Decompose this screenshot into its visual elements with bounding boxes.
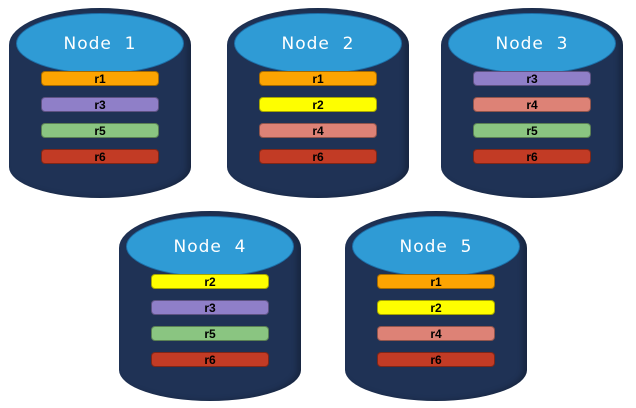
node-5-partitions: r1 r2 r4 r6 — [345, 274, 527, 367]
partition-bar: r3 — [41, 97, 159, 112]
partition-bar: r3 — [473, 71, 591, 86]
partition-bar: r6 — [151, 352, 269, 367]
node-3-cylinder: Node 3 r3 r4 r5 r6 — [441, 8, 623, 198]
node-3-cylinder-top: Node 3 — [448, 13, 616, 74]
node-1-cylinder-top: Node 1 — [16, 13, 184, 74]
node-4-title: Node 4 — [173, 236, 247, 257]
partition-bar: r5 — [151, 326, 269, 341]
node-4-cylinder: Node 4 r2 r3 r5 r6 — [119, 211, 301, 401]
node-3-partitions: r3 r4 r5 r6 — [441, 71, 623, 164]
node-4-cylinder-top: Node 4 — [126, 216, 294, 277]
partition-bar: r2 — [377, 300, 495, 315]
node-5-cylinder: Node 5 r1 r2 r4 r6 — [345, 211, 527, 401]
node-4-partitions: r2 r3 r5 r6 — [119, 274, 301, 367]
partition-bar: r2 — [259, 97, 377, 112]
partition-bar: r6 — [377, 352, 495, 367]
node-1-cylinder: Node 1 r1 r3 r5 r6 — [9, 8, 191, 198]
partition-bar: r4 — [473, 97, 591, 112]
node-5-title: Node 5 — [399, 236, 473, 257]
node-1-title: Node 1 — [63, 33, 137, 54]
node-2-cylinder: Node 2 r1 r2 r4 r6 — [227, 8, 409, 198]
partition-bar: r6 — [41, 149, 159, 164]
partition-bar: r3 — [151, 300, 269, 315]
node-2-cylinder-top: Node 2 — [234, 13, 402, 74]
partition-bar: r6 — [259, 149, 377, 164]
node-3-title: Node 3 — [495, 33, 569, 54]
partition-bar: r5 — [41, 123, 159, 138]
partition-bar: r6 — [473, 149, 591, 164]
partition-bar: r1 — [377, 274, 495, 289]
node-2-title: Node 2 — [281, 33, 355, 54]
partition-bar: r1 — [259, 71, 377, 86]
partition-bar: r4 — [377, 326, 495, 341]
partition-bar: r2 — [151, 274, 269, 289]
node-1-partitions: r1 r3 r5 r6 — [9, 71, 191, 164]
partition-bar: r4 — [259, 123, 377, 138]
node-2-partitions: r1 r2 r4 r6 — [227, 71, 409, 164]
partition-bar: r5 — [473, 123, 591, 138]
partition-bar: r1 — [41, 71, 159, 86]
node-5-cylinder-top: Node 5 — [352, 216, 520, 277]
